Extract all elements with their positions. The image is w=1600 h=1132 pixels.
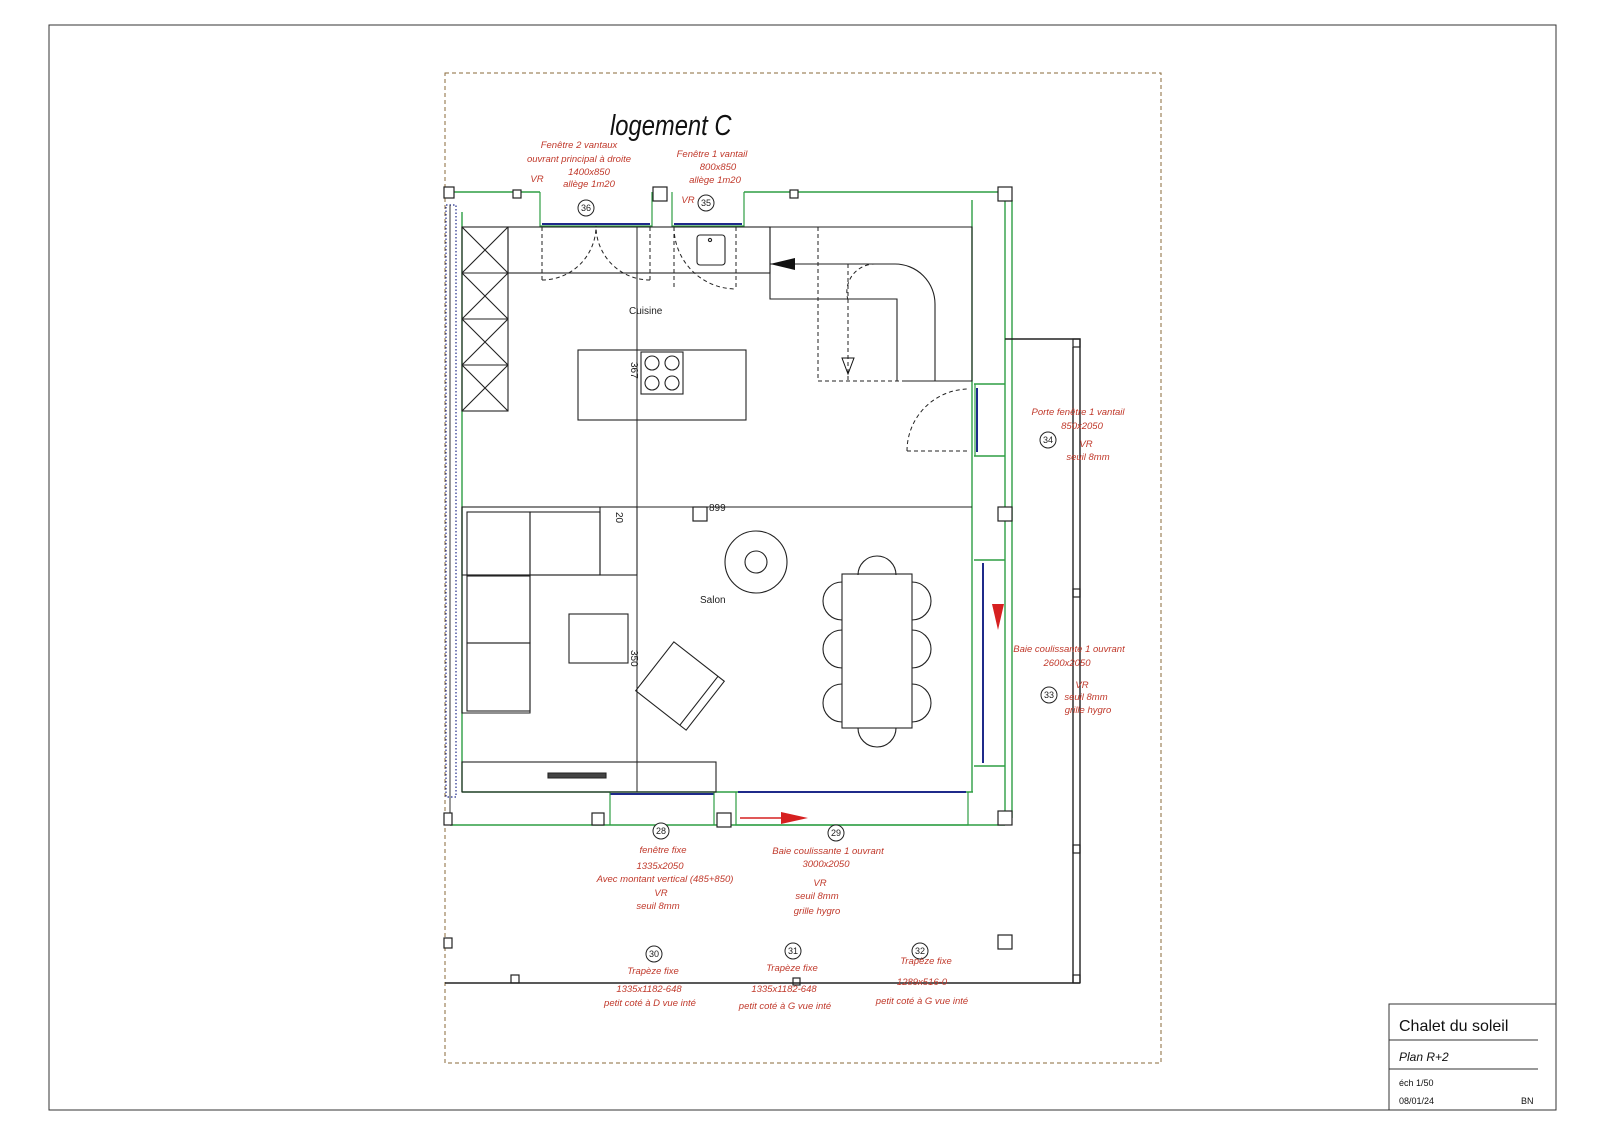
note-29-line-4: seuil 8mm <box>795 891 838 902</box>
note-32-line-3: petit coté à G vue inté <box>875 996 968 1007</box>
note-33-line-1: Baie coulissante 1 ouvrant <box>1013 644 1125 655</box>
window-frames <box>542 223 984 795</box>
dim-width: 899 <box>709 503 726 514</box>
note-30-line-3: petit coté à D vue inté <box>603 998 696 1009</box>
note-31-line-3: petit coté à G vue inté <box>738 1001 831 1012</box>
note-33-line-5: grille hygro <box>1065 705 1111 716</box>
note-32-line-2: 1289x516-0 <box>897 977 948 988</box>
sliding-arrow-down-icon <box>992 604 1004 630</box>
note-29-line-2: 3000x2050 <box>802 859 850 870</box>
opening-num-35: 35 <box>701 198 711 208</box>
opening-num-34: 34 <box>1043 435 1053 445</box>
opening-num-28: 28 <box>656 826 666 836</box>
note-29-line-3: VR <box>813 878 826 889</box>
note-35-line-2: 800x850 <box>700 162 737 173</box>
note-36-vr: VR <box>530 174 543 185</box>
note-32-line-1: Trapèze fixe <box>900 956 952 967</box>
cartouche-scale: éch 1/50 <box>1399 1078 1434 1088</box>
note-34-line-4: seuil 8mm <box>1066 452 1109 463</box>
walls <box>450 191 1013 826</box>
note-35-line-3: allège 1m20 <box>689 175 741 186</box>
note-28-line-3: Avec montant vertical (485+850) <box>596 874 734 885</box>
note-28-line-1: fenêtre fixe <box>640 845 687 856</box>
note-36-line-4: allège 1m20 <box>563 179 615 190</box>
note-31-line-1: Trapèze fixe <box>766 963 818 974</box>
note-33-line-3: VR <box>1075 680 1088 691</box>
sheet-border <box>48 24 1557 1111</box>
title-block: Chalet du soleil Plan R+2 éch 1/50 08/01… <box>1388 1003 1557 1111</box>
opening-num-32: 32 <box>915 946 925 956</box>
note-30-line-1: Trapèze fixe <box>627 966 679 977</box>
note-29-line-5: grille hygro <box>794 906 840 917</box>
dim-small: 20 <box>613 512 624 524</box>
cartouche-date: 08/01/24 <box>1399 1096 1434 1106</box>
apartment-title: logement C <box>610 109 732 142</box>
note-28-line-4: VR <box>654 888 667 899</box>
kitchen-dashed <box>541 225 970 452</box>
opening-num-30: 30 <box>649 949 659 959</box>
room-label-living: Salon <box>700 595 726 606</box>
note-28-line-5: seuil 8mm <box>636 901 679 912</box>
left-wall-insulation <box>445 204 457 798</box>
living-furniture <box>461 506 932 793</box>
note-34-line-2: 850x2050 <box>1061 421 1103 432</box>
arrow-down-icon <box>841 357 855 376</box>
note-33-line-2: 2600x2050 <box>1042 658 1091 669</box>
opening-num-36: 36 <box>581 203 591 213</box>
posts <box>443 186 1081 986</box>
room-label-kitchen: Cuisine <box>629 306 663 317</box>
note-36-line-3: 1400x850 <box>568 167 610 178</box>
cartouche-project: Chalet du soleil <box>1399 1018 1508 1035</box>
dim-kitchen-depth: 367 <box>628 362 639 379</box>
note-31-line-2: 1335x1182-648 <box>751 984 817 995</box>
opening-num-31: 31 <box>788 946 798 956</box>
cartouche-author: BN <box>1521 1096 1534 1106</box>
arrow-left-icon <box>770 258 795 270</box>
window-reveals <box>539 192 976 826</box>
note-34-line-1: Porte fenêtre 1 vantail <box>1032 407 1126 418</box>
site-boundary <box>444 72 1162 1064</box>
cartouche-plan: Plan R+2 <box>1399 1050 1449 1064</box>
note-33-line-4: seuil 8mm <box>1064 692 1107 703</box>
note-35-line-1: Fenêtre 1 vantail <box>677 149 749 160</box>
note-36-line-2: ouvrant principal à droite <box>527 154 631 165</box>
note-30-line-2: 1335x1182-648 <box>616 984 682 995</box>
note-29-line-1: Baie coulissante 1 ouvrant <box>772 846 884 857</box>
note-35-vr: VR <box>681 195 694 206</box>
note-36-line-1: Fenêtre 2 vantaux <box>541 140 619 151</box>
terrace-outline <box>445 338 1081 984</box>
note-28-line-2: 1335x2050 <box>636 861 684 872</box>
opening-markers <box>577 194 1058 963</box>
kitchen <box>461 226 973 421</box>
opening-num-29: 29 <box>831 828 841 838</box>
dim-living-depth: 350 <box>628 650 639 667</box>
note-34-line-3: VR <box>1079 439 1092 450</box>
sliding-arrow-right-icon <box>781 812 808 824</box>
opening-num-33: 33 <box>1044 690 1054 700</box>
